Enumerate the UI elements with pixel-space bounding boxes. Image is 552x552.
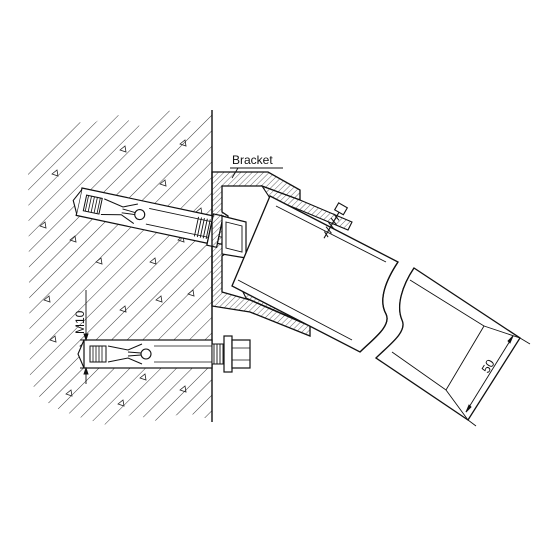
m10-dimension (80, 290, 100, 384)
lower-anchor-bolt (77, 335, 251, 373)
rectangular-profile (231, 195, 521, 421)
bracket-leader-arrow (231, 167, 239, 179)
bolt-size-label: M10 (73, 310, 87, 334)
bracket-label: Bracket (232, 153, 273, 167)
profile-width-dimension (465, 335, 531, 427)
concrete-wall (28, 110, 213, 426)
wood-screw (323, 202, 349, 239)
